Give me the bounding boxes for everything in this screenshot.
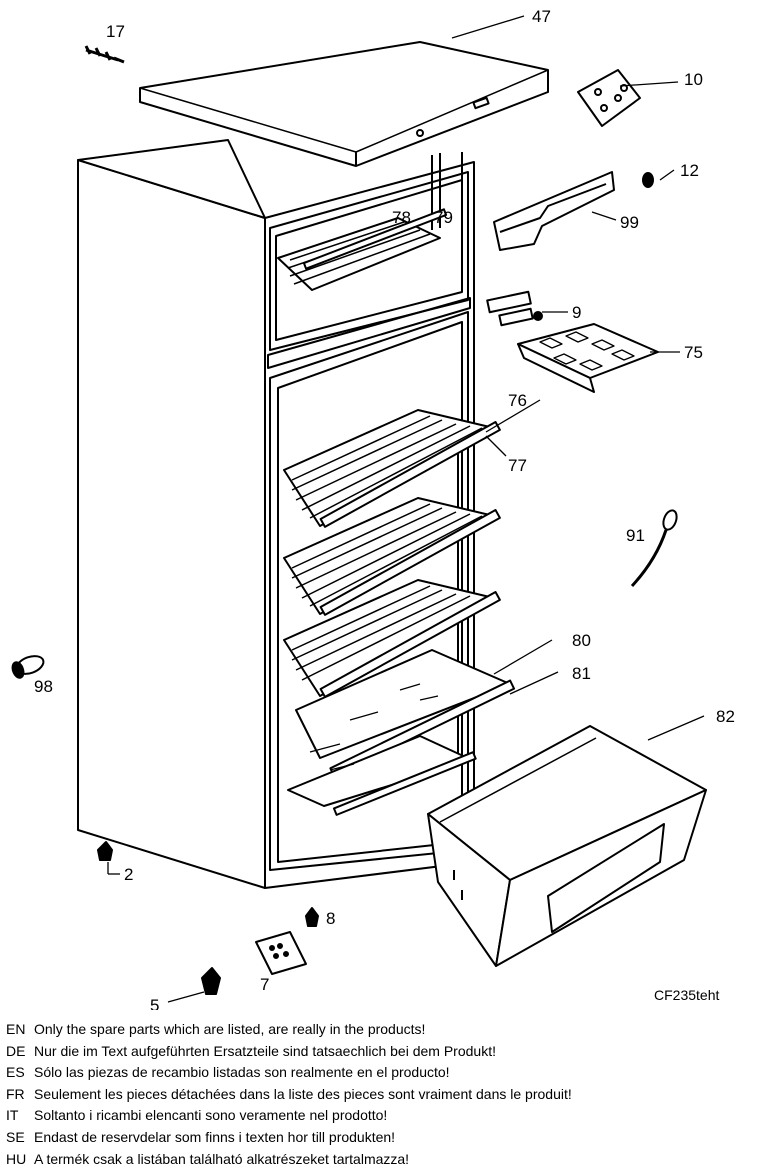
note-de: DE Nur die im Text aufgeführten Ersatztei…: [6, 1041, 762, 1063]
callout-17: 17: [106, 22, 125, 41]
note-en: EN Only the spare parts which are listed,…: [6, 1019, 762, 1041]
note-text: Only the spare parts which are listed, a…: [34, 1021, 426, 1037]
note-lang: ES: [6, 1064, 25, 1081]
callout-2: 2: [124, 865, 133, 884]
note-lang: HU: [6, 1150, 27, 1167]
screw-part-17: [84, 45, 125, 64]
callout-82: 82: [716, 707, 735, 726]
top-cover-part-47: [139, 41, 549, 167]
callout-99: 99: [620, 213, 639, 232]
callout-5: 5: [150, 996, 159, 1010]
foot-part-2: [97, 841, 113, 861]
exploded-parts-diagram: 17 47 10 12 99 78 79 9 75 76 77 91 80 81…: [11, 7, 735, 1010]
crisper-cover-part-80: [295, 649, 516, 778]
callout-81: 81: [572, 664, 591, 683]
callout-7: 7: [260, 975, 269, 994]
note-lang: IT: [6, 1107, 19, 1124]
shelf-part-76: [283, 409, 501, 528]
callout-77: 77: [508, 456, 527, 475]
shelf-part-77: [283, 497, 501, 616]
note-lang: SE: [6, 1128, 25, 1145]
callout-78: 78: [392, 208, 411, 227]
ice-tray-part-75: [517, 323, 659, 393]
hinge-part-10: [577, 69, 641, 127]
callout-9: 9: [572, 303, 581, 322]
callout-47: 47: [532, 7, 551, 26]
callout-98: 98: [34, 677, 53, 696]
note-hu: HU A termék csak a listában található alk…: [6, 1149, 762, 1171]
note-se: SE Endast de reservdelar som finns i text…: [6, 1127, 762, 1149]
roller-part-98: [11, 655, 45, 679]
note-text: Sólo las piezas de recambio listadas son…: [34, 1064, 450, 1081]
leader-lines: [107, 15, 705, 1003]
note-text: Nur die im Text aufgeführten Ersatzteile…: [34, 1042, 496, 1059]
cable-part-91: [630, 509, 678, 588]
callout-80: 80: [572, 631, 591, 650]
callout-79: 79: [434, 208, 453, 227]
note-text: Endast de reservdelar som finns i texten…: [34, 1128, 396, 1145]
callout-91: 91: [626, 526, 645, 545]
callout-76: 76: [508, 391, 527, 410]
screw-part-8: [305, 907, 319, 927]
note-lang: EN: [6, 1021, 26, 1037]
thermostat-housing-part-99: [493, 171, 615, 251]
callout-12: 12: [680, 161, 699, 180]
callout-10: 10: [684, 70, 703, 89]
note-lang: FR: [6, 1085, 25, 1102]
hinge-part-9: [486, 290, 543, 327]
crisper-glass-part-81: [287, 735, 477, 816]
disclaimer-notes: EN Only the spare parts which are listed,…: [6, 1019, 762, 1170]
knob-part-12: [642, 172, 654, 188]
note-es: ES Sólo las piezas de recambio listadas s…: [6, 1062, 762, 1084]
note-text: Seulement les pieces détachées dans la l…: [34, 1085, 572, 1102]
note-fr: FR Seulement les pieces détachées dans la…: [6, 1084, 762, 1106]
note-text: Soltanto i ricambi elencanti sono verame…: [34, 1107, 388, 1124]
shelf-lower: [283, 579, 501, 698]
diagram-code: CF235teht: [654, 987, 719, 1003]
freezer-shelf-part-78: [277, 208, 448, 291]
foot-part-5: [201, 967, 221, 995]
callout-8: 8: [326, 909, 335, 928]
bracket-part-7: [255, 931, 307, 975]
note-lang: DE: [6, 1042, 26, 1059]
crisper-drawer-part-82: [427, 725, 707, 967]
callout-75: 75: [684, 343, 703, 362]
note-it: IT Soltanto i ricambi elencanti sono vera…: [6, 1105, 762, 1127]
note-text: A termék csak a listában található alkat…: [34, 1150, 410, 1167]
